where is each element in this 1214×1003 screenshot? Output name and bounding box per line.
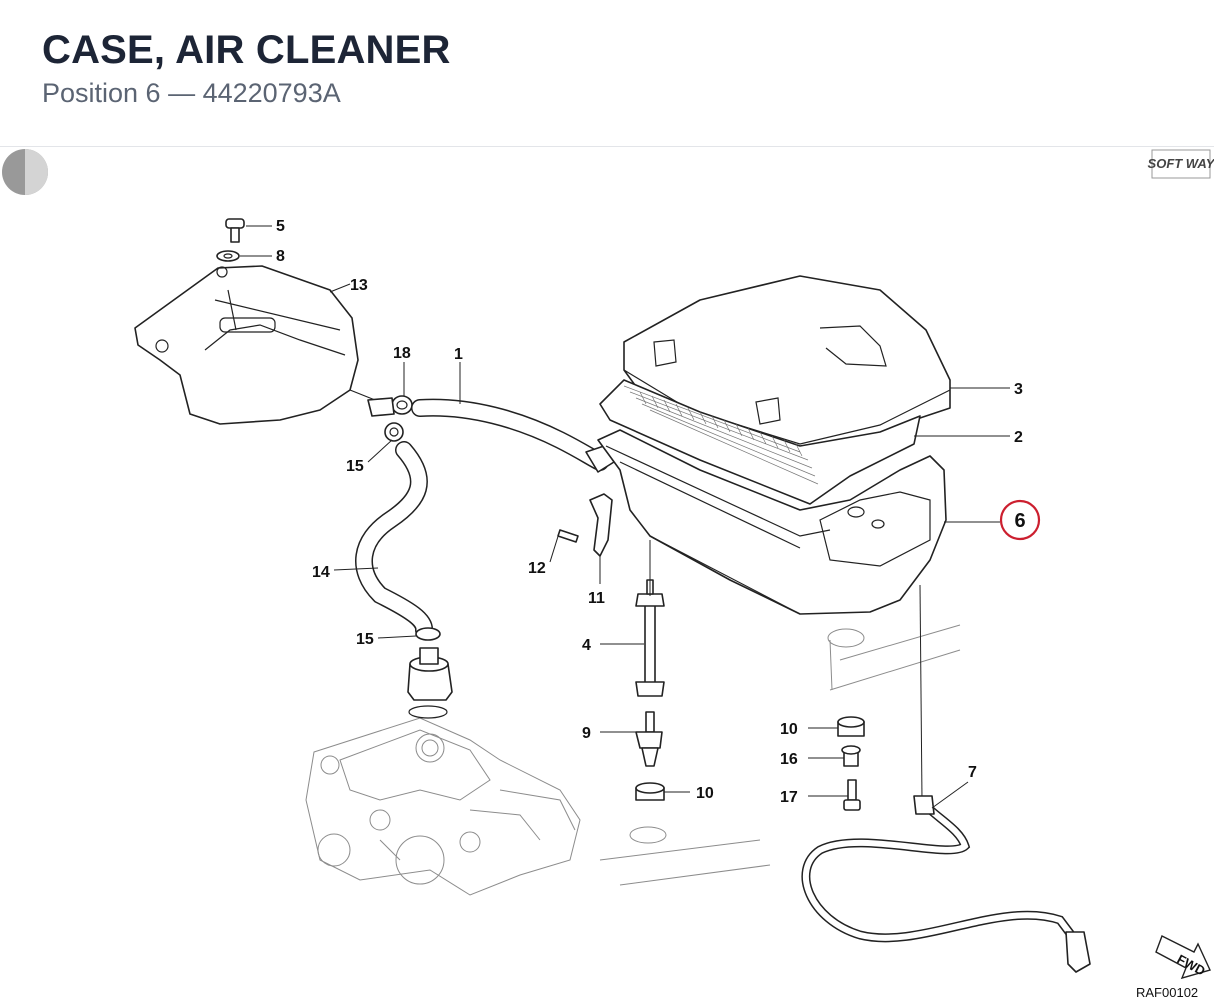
- callout-7: 7: [968, 764, 977, 781]
- header-divider: [0, 146, 1214, 147]
- callout-9: 9: [582, 725, 591, 742]
- part-2-filter-element: [599, 379, 921, 505]
- callout-10-left: 10: [696, 785, 714, 802]
- part-9-stud: [635, 711, 663, 767]
- callout-14: 14: [312, 564, 330, 581]
- t-fitting: [367, 397, 395, 417]
- fwd-arrow-icon: FWD: [1155, 935, 1211, 980]
- page-subtitle: Position 6 — 44220793A: [42, 78, 341, 108]
- part-15-clamp-lower: [415, 627, 441, 641]
- callout-labels: 5 8 13 18 1 15 14 15 12 11 3 2 4 9 10 10…: [276, 218, 1023, 806]
- callout-6-highlight[interactable]: 6: [999, 499, 1041, 541]
- callout-17: 17: [780, 789, 798, 806]
- part-11-strap: [589, 493, 613, 557]
- page-title: CASE, AIR CLEANER: [42, 28, 451, 72]
- callout-leaders: [240, 225, 1010, 809]
- engine-block-outline: [305, 717, 581, 896]
- drawing-code: RAF00102: [1136, 985, 1198, 1000]
- part-18-clamp: [391, 395, 413, 415]
- frame-outline: [599, 624, 961, 886]
- part-1-breather-hose: [411, 398, 615, 473]
- callout-3: 3: [1014, 381, 1023, 398]
- callout-8: 8: [276, 248, 285, 265]
- callout-18: 18: [393, 345, 411, 362]
- part-12-pin: [557, 529, 579, 543]
- breather-fitting: [407, 647, 453, 719]
- callout-1: 1: [454, 346, 463, 363]
- filter-pleats: [639, 391, 803, 457]
- callout-11: 11: [588, 590, 605, 607]
- part-4-stud: [635, 579, 665, 697]
- part-14-hose: [355, 441, 433, 639]
- part-6-air-cleaner-case: [597, 429, 947, 615]
- callout-13: 13: [350, 277, 368, 294]
- half-tone-circle-icon: [2, 149, 48, 195]
- callout-15-lower: 15: [356, 631, 374, 648]
- part-7-drain-hose: [801, 584, 1091, 973]
- highlight-ring: [999, 499, 1041, 541]
- part-10-grommet-right: [837, 716, 865, 737]
- part-15-clamp-upper: [384, 422, 404, 442]
- part-8-washer: [216, 250, 240, 262]
- callout-2: 2: [1014, 429, 1023, 446]
- softway-logo: SOFT WAY: [1148, 149, 1214, 179]
- callout-12: 12: [528, 560, 546, 577]
- callout-4: 4: [582, 637, 591, 654]
- softway-logo-text: SOFT WAY: [1148, 156, 1214, 171]
- callout-16: 16: [780, 751, 798, 768]
- part-5-screw: [225, 218, 245, 243]
- callout-5: 5: [276, 218, 285, 235]
- part-17-screw: [843, 779, 861, 811]
- part-16-bush: [841, 745, 861, 767]
- part-13-reservoir: [134, 265, 381, 425]
- callout-15-upper: 15: [346, 458, 364, 475]
- part-10-grommet-left: [635, 782, 665, 801]
- callout-10-right: 10: [780, 721, 798, 738]
- callout-6: 6: [1014, 510, 1025, 532]
